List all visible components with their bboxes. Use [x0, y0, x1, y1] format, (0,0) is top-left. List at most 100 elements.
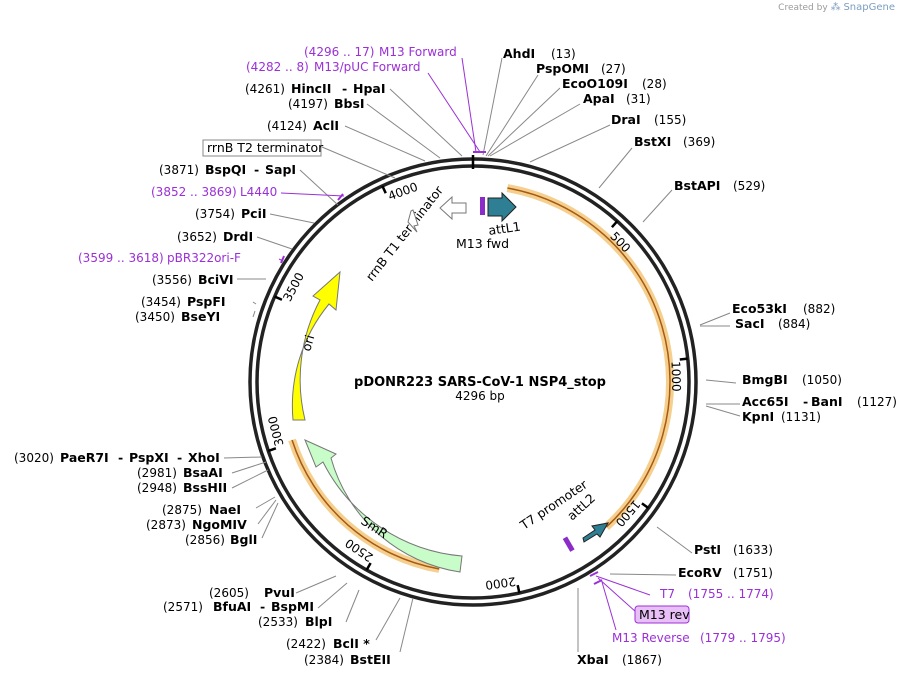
enzyme-bstxi: BstXI [634, 134, 671, 149]
enzyme-drdi-pos: (3652) [177, 230, 217, 244]
primer-t7-range: (1755 .. 1774) [688, 587, 774, 601]
enzyme-bfuai: BfuAI [213, 599, 251, 614]
tick-label: 3000 [266, 415, 287, 448]
enzyme-pvui-pos: (2605) [209, 586, 249, 600]
smr-arrow[interactable] [304, 439, 463, 573]
plasmid-size: 4296 bp [455, 389, 505, 403]
enzyme-kpni: KpnI [742, 409, 774, 424]
enzyme-pspomi: PspOMI [536, 61, 589, 76]
enzyme-acc65i-pos: (1127) [857, 395, 897, 409]
enzyme-hincii-sep: - [342, 81, 347, 96]
enzyme-bmgbi: BmgBI [742, 372, 788, 387]
ori-arrow[interactable] [291, 270, 341, 421]
tick-mark [267, 447, 277, 453]
primer-m13puc-range: (4282 .. 8) [246, 60, 309, 74]
enzyme-drdi: DrdI [223, 229, 253, 244]
primer-pbr322-name: pBR322ori-F [167, 251, 241, 265]
enzyme-drai: DraI [611, 112, 641, 127]
enzyme-pspomi-pos: (27) [601, 62, 626, 76]
enzyme-apai-pos: (31) [626, 92, 651, 106]
enzyme-bspmi: BspMI [271, 599, 314, 614]
enzyme-bcli: BclI * [333, 636, 370, 651]
enzyme-bgli: BglI [230, 532, 257, 547]
enzyme-ngomiv-pos: (2873) [146, 518, 186, 532]
enzyme-ecorv: EcoRV [678, 565, 722, 580]
enzyme-pspxi-sep: - [177, 450, 182, 465]
enzyme-bgli-pos: (2856) [185, 533, 225, 547]
enzyme-ngomiv: NgoMIV [192, 517, 247, 532]
enzyme-hpai: HpaI [353, 81, 386, 96]
enzyme-paer7i: PaeR7I [60, 450, 109, 465]
attl1-arrow[interactable] [487, 191, 517, 223]
m13-fwd-marker [480, 197, 485, 215]
enzyme-bcivi-pos: (3556) [152, 273, 192, 287]
enzyme-pcii-pos: (3754) [195, 207, 235, 221]
primer-t7-name: T7 [659, 587, 675, 601]
enzyme-drai-pos: (155) [654, 113, 686, 127]
rrnb-t1-arrow[interactable] [439, 195, 467, 221]
primer-pbr322-range: (3599 .. 3618) [78, 251, 164, 265]
enzyme-bsteii: BstEII [350, 652, 391, 667]
tick-mark [381, 185, 387, 194]
tick-label: 2000 [484, 574, 516, 592]
gene-orf-line[interactable] [507, 187, 671, 528]
enzyme-bcli-pos: (2422) [286, 637, 326, 651]
enzyme-bbsi: BbsI [334, 96, 365, 111]
enzyme-pspfi-pos: (3454) [141, 295, 181, 309]
enzyme-acc65i-sep: - [803, 394, 808, 409]
enzyme-bspqi-sep: - [254, 162, 259, 177]
enzyme-bsteii-pos: (2384) [304, 653, 344, 667]
enzyme-ahdi-pos: (13) [551, 47, 576, 61]
enzyme-paer7i-pos: (3020) [14, 451, 54, 465]
enzyme-psti: PstI [694, 542, 721, 557]
tick-mark [679, 357, 688, 361]
enzyme-bcivi: BciVI [198, 272, 234, 287]
enzyme-bbsi-pos: (4197) [288, 97, 328, 111]
enzyme-bsshii-pos: (2948) [137, 481, 177, 495]
enzyme-pvui: PvuI [264, 585, 295, 600]
primer-markers [280, 151, 603, 585]
primer-l4440-range: (3852 .. 3869) [151, 185, 237, 199]
enzyme-pspxi: PspXI [129, 450, 169, 465]
enzyme-paer7i-sep: - [118, 450, 123, 465]
smr-orf-line[interactable] [291, 439, 440, 570]
enzyme-sapi: SapI [265, 162, 296, 177]
enzyme-psti-pos: (1633) [733, 543, 773, 557]
attl2-arrow[interactable] [582, 522, 609, 543]
enzyme-saci-pos: (884) [778, 317, 810, 331]
rrnb-t2-box[interactable] [202, 139, 322, 157]
m13-rev-label: M13 rev [639, 607, 690, 622]
enzyme-bstapi: BstAPI [674, 178, 720, 193]
enzyme-hincii-pos: (4261) [245, 82, 285, 96]
enzyme-apai: ApaI [583, 91, 615, 106]
enzyme-bspqi: BspQI [205, 162, 246, 177]
enzyme-blpi: BlpI [305, 614, 332, 629]
credit-brand: SnapGene [843, 2, 895, 13]
enzyme-bseyi: BseYI [181, 309, 220, 324]
enzyme-ecorv-pos: (1751) [733, 566, 773, 580]
tick-mark [274, 295, 283, 301]
enzyme-pspfi: PspFI [187, 294, 226, 309]
snapgene-logo-icon: ⁂ [830, 2, 841, 13]
enzyme-bani: BanI [811, 394, 843, 409]
enzyme-kpni-pos: (1131) [781, 410, 821, 424]
m13-fwd-label: M13 fwd [456, 236, 509, 251]
tick-mark [610, 220, 619, 229]
enzyme-bseyi-pos: (3450) [135, 310, 175, 324]
enzyme-bsshii: BssHII [183, 480, 227, 495]
m13-rev-box[interactable] [634, 605, 690, 624]
enzyme-ahdi: AhdI [503, 46, 535, 61]
tick-mark [365, 562, 372, 571]
tick-label: 1000 [668, 361, 683, 392]
primer-l4440-name: L4440 [240, 185, 277, 199]
primer-m13fwd-range: (4296 .. 17) [304, 45, 374, 59]
enzyme-xbai: XbaI [577, 652, 609, 667]
enzyme-blpi-pos: (2533) [258, 615, 298, 629]
enzyme-eco53ki: Eco53kI [732, 301, 787, 316]
credit-prefix: Created by [778, 3, 828, 13]
snapgene-credit: Created by ⁂ SnapGene [778, 2, 895, 13]
enzyme-hincii: HincII [291, 81, 331, 96]
rrnb-t2-arrow[interactable] [407, 209, 419, 233]
leader-lines [223, 57, 741, 653]
enzyme-xbai-pos: (1867) [622, 653, 662, 667]
